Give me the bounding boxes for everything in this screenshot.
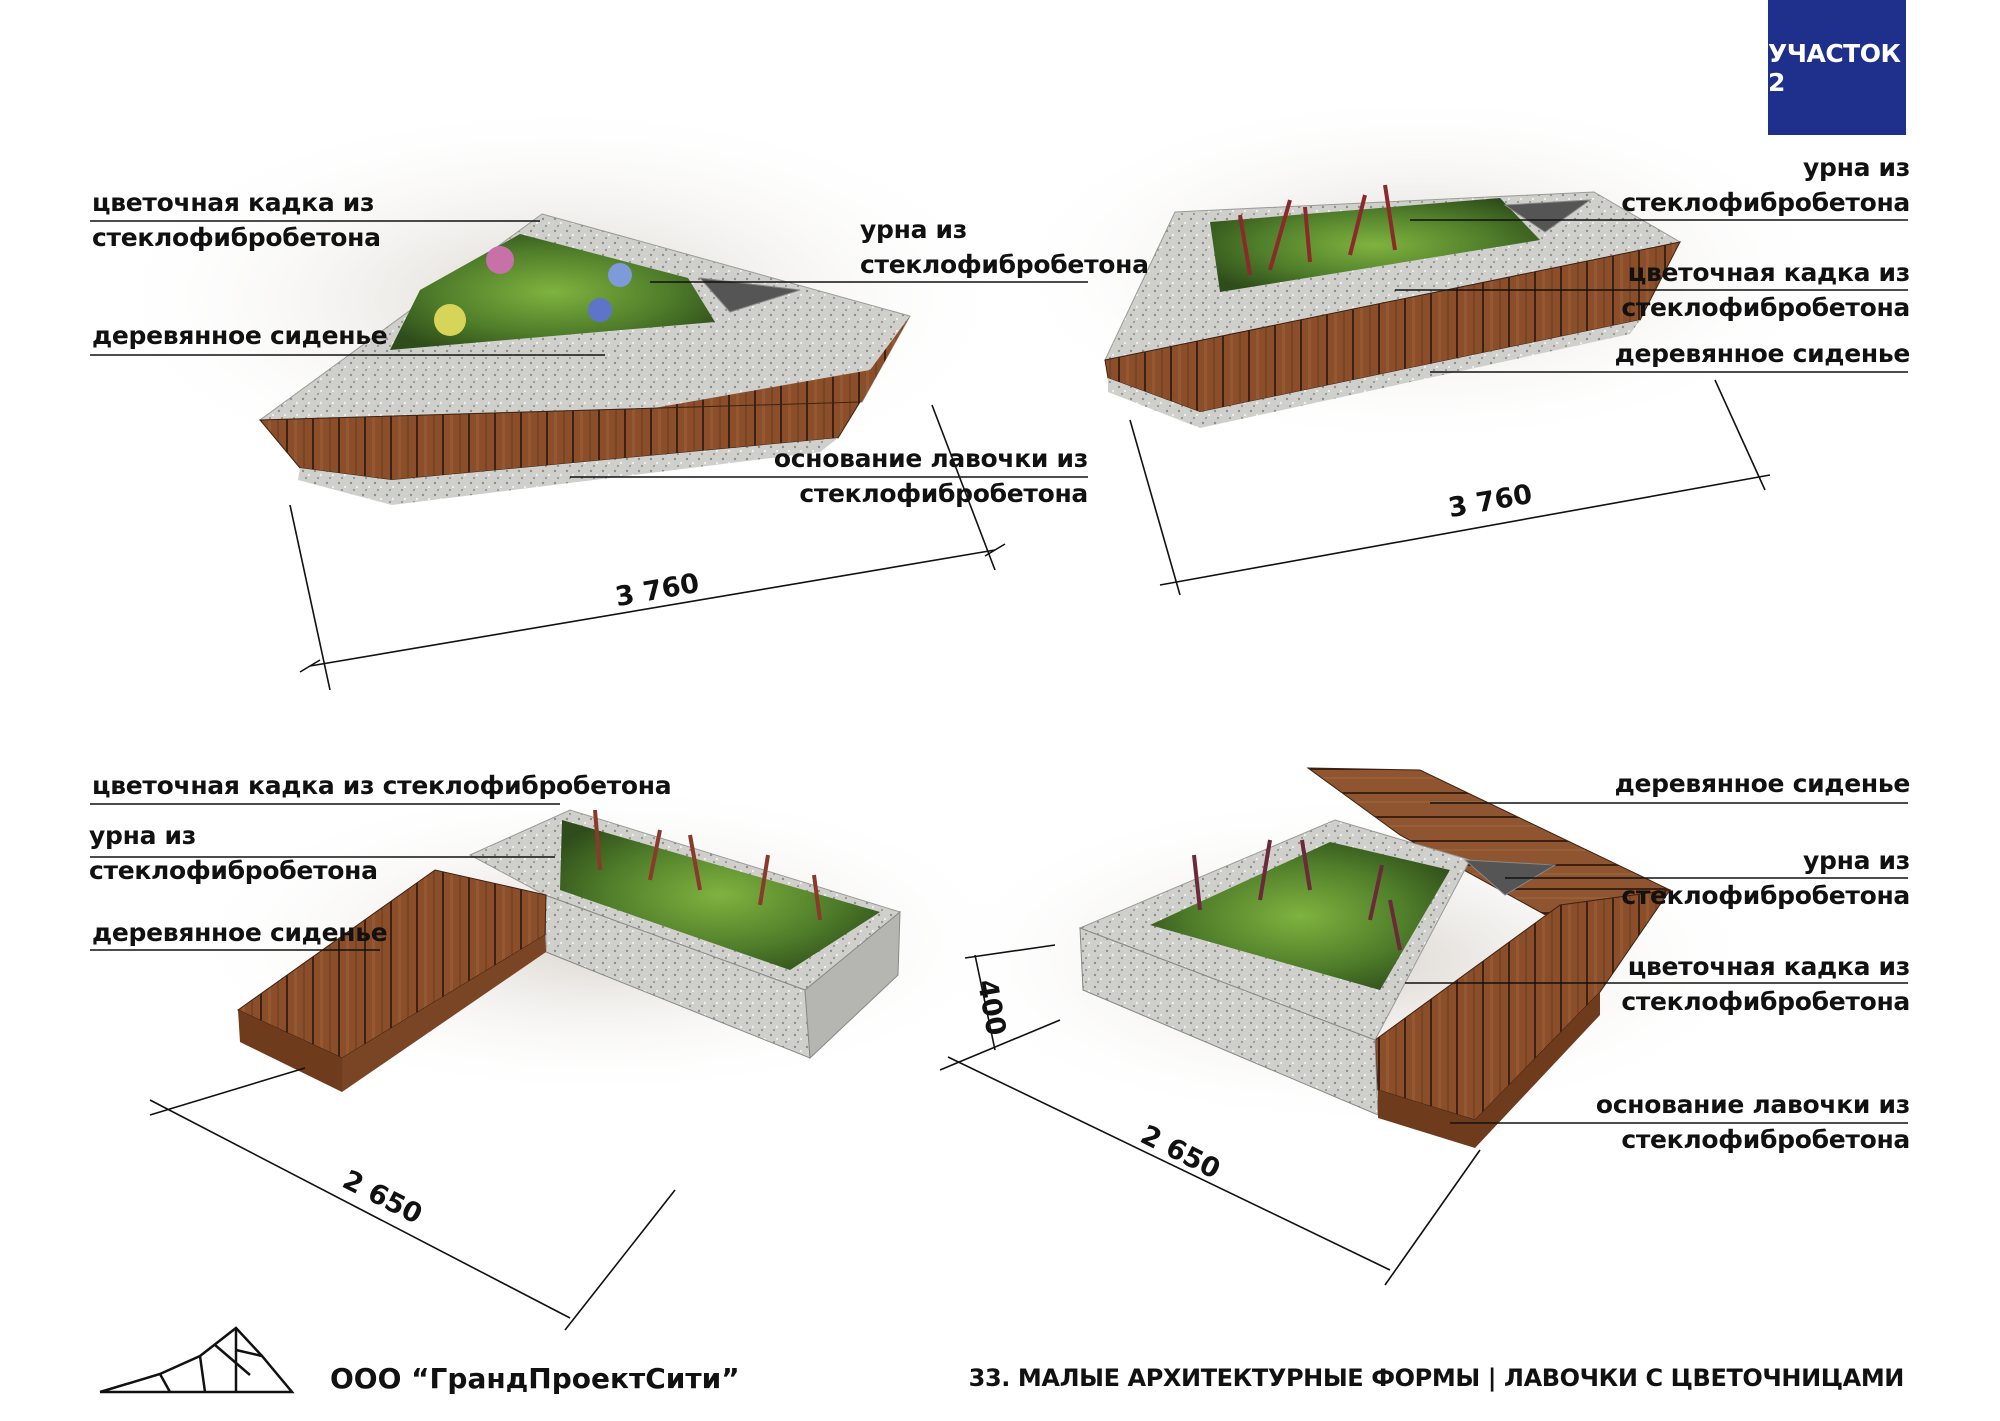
urn-opening xyxy=(698,277,801,313)
flower-bed xyxy=(1210,198,1540,292)
label-seat-2: деревянное сиденье xyxy=(1614,339,1911,368)
flower-bed xyxy=(1150,842,1450,990)
sheet-title: 33. МАЛЫЕ АРХИТЕКТУРНЫЕ ФОРМЫ | ЛАВОЧКИ … xyxy=(968,1364,1905,1392)
flower-bed xyxy=(560,820,880,970)
company-logo xyxy=(99,1326,295,1394)
flowers xyxy=(608,263,632,287)
bench-view-4 xyxy=(930,767,1770,1148)
planter-side xyxy=(804,910,901,1060)
wood-face xyxy=(1378,992,1600,1148)
bench-view-2 xyxy=(1000,90,1840,450)
grasses xyxy=(1238,184,1397,276)
flowers xyxy=(486,246,514,274)
flower-bed xyxy=(390,234,715,350)
concrete-base xyxy=(298,438,838,505)
urn-opening xyxy=(1503,199,1592,233)
label-seat-3: деревянное сиденье xyxy=(92,918,388,947)
wood-face xyxy=(238,1010,342,1092)
flowers xyxy=(588,298,612,322)
label-seat-4: деревянное сиденье xyxy=(1614,769,1911,798)
section-badge: УЧАСТОК 2 xyxy=(1768,0,1906,135)
wood-face xyxy=(342,935,546,1092)
leader-lines xyxy=(90,219,1908,1124)
label-seat-1: деревянное сиденье xyxy=(92,321,388,350)
grasses xyxy=(593,809,822,921)
bench-view-1 xyxy=(100,100,1020,505)
flowers xyxy=(434,304,466,336)
bench-view-3 xyxy=(180,780,1020,1100)
label-planter-3: цветочная кадка из стеклофибробетона xyxy=(92,771,672,800)
dimension-lines xyxy=(149,379,1771,1331)
company-name: ООО “ГрандПроектСити” xyxy=(330,1362,740,1395)
grasses xyxy=(1192,839,1402,951)
